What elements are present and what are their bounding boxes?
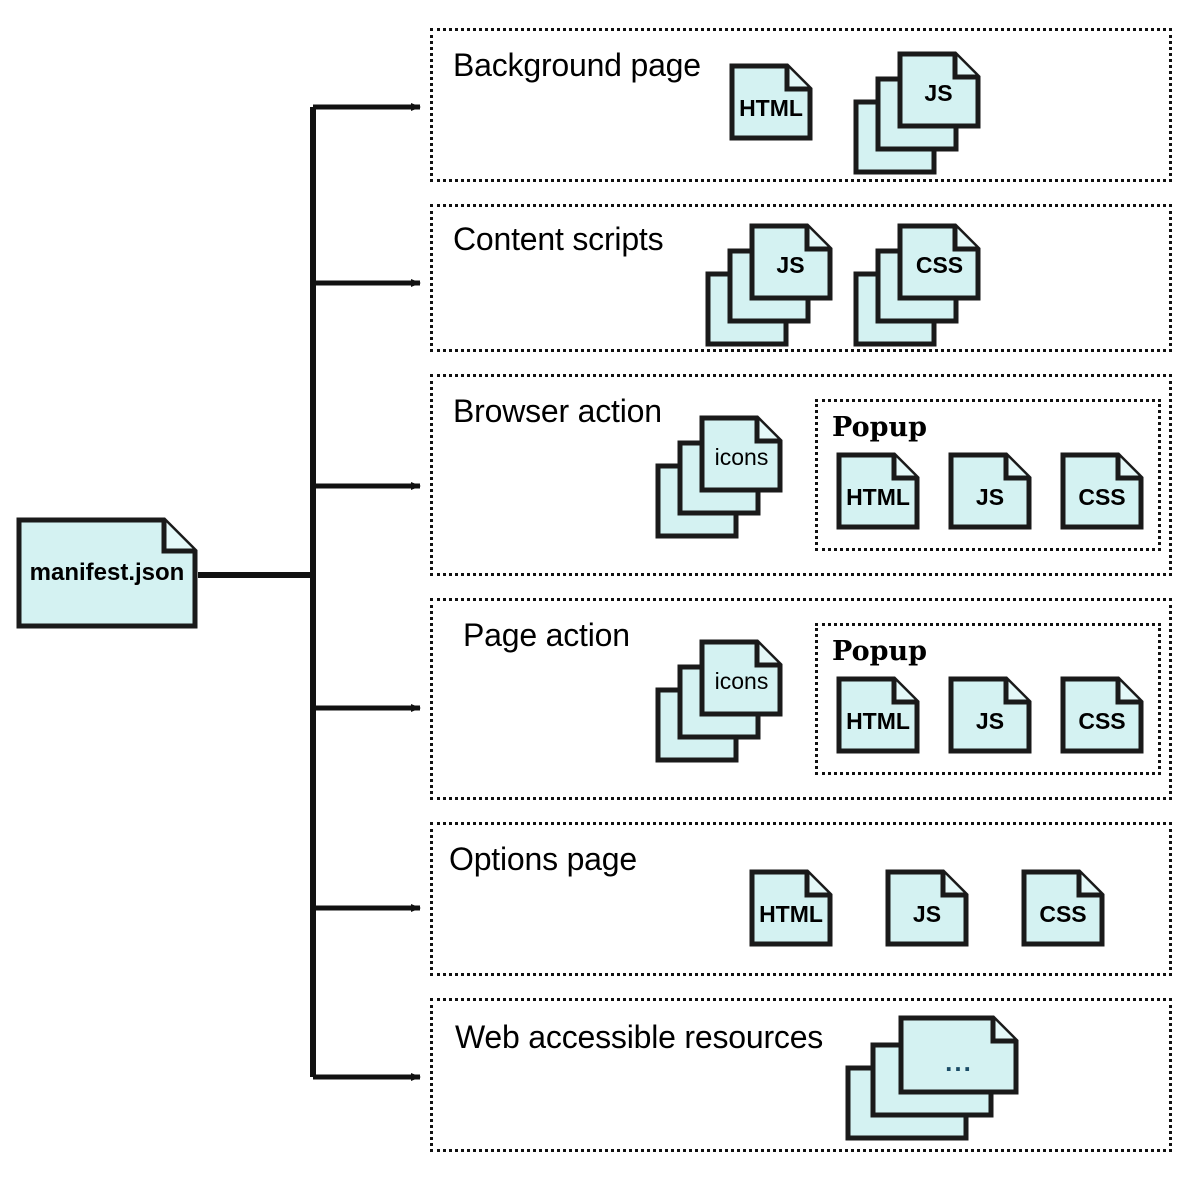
section-title-page-action: Page action — [463, 617, 630, 653]
file-icon-html[interactable]: HTML — [749, 869, 833, 947]
popup-title: Popup — [832, 636, 927, 667]
section-title-web-accessible-resources: Web accessible resources — [455, 1019, 824, 1055]
section-content-scripts[interactable]: Content scripts JS CSS — [430, 204, 1172, 352]
section-web-accessible-resources[interactable]: Web accessible resources ... — [430, 998, 1172, 1152]
section-title-options-page: Options page — [449, 841, 637, 877]
section-options-page[interactable]: Options page HTML JS CSS — [430, 822, 1172, 976]
file-stack-icon-css[interactable]: CSS — [853, 221, 987, 347]
file-stack-icon-icons[interactable]: icons — [655, 637, 789, 763]
section-title-background-page: Background page — [453, 47, 701, 83]
file-icon-js[interactable]: JS — [948, 676, 1032, 754]
file-stack-icon-js[interactable]: JS — [853, 49, 987, 175]
file-icon-js[interactable]: JS — [948, 452, 1032, 530]
file-icon-js[interactable]: JS — [885, 869, 969, 947]
section-background-page[interactable]: Background page HTML JS — [430, 28, 1172, 182]
file-icon-html[interactable]: HTML — [836, 676, 920, 754]
file-icon-css[interactable]: CSS — [1060, 676, 1144, 754]
section-page-action[interactable]: Page action icons Popup HTML — [430, 598, 1172, 800]
file-icon-html[interactable]: HTML — [836, 452, 920, 530]
file-icon-css[interactable]: CSS — [1060, 452, 1144, 530]
file-stack-icon-web-resources[interactable]: ... — [845, 1013, 1045, 1141]
file-label-ellipsis: ... — [945, 1047, 973, 1077]
section-title-content-scripts: Content scripts — [453, 221, 664, 257]
popup-title: Popup — [832, 412, 927, 443]
popup-group-page-action[interactable]: Popup HTML JS CSS — [815, 623, 1161, 775]
section-title-browser-action: Browser action — [453, 393, 662, 429]
file-stack-icon-icons[interactable]: icons — [655, 413, 789, 539]
section-browser-action[interactable]: Browser action icons Popup HTML — [430, 374, 1172, 576]
manifest-json-file-icon[interactable]: manifest.json — [16, 517, 198, 629]
popup-group-browser-action[interactable]: Popup HTML JS CSS — [815, 399, 1161, 551]
file-stack-icon-js[interactable]: JS — [705, 221, 839, 347]
file-icon-css[interactable]: CSS — [1021, 869, 1105, 947]
file-icon-html[interactable]: HTML — [729, 63, 813, 141]
